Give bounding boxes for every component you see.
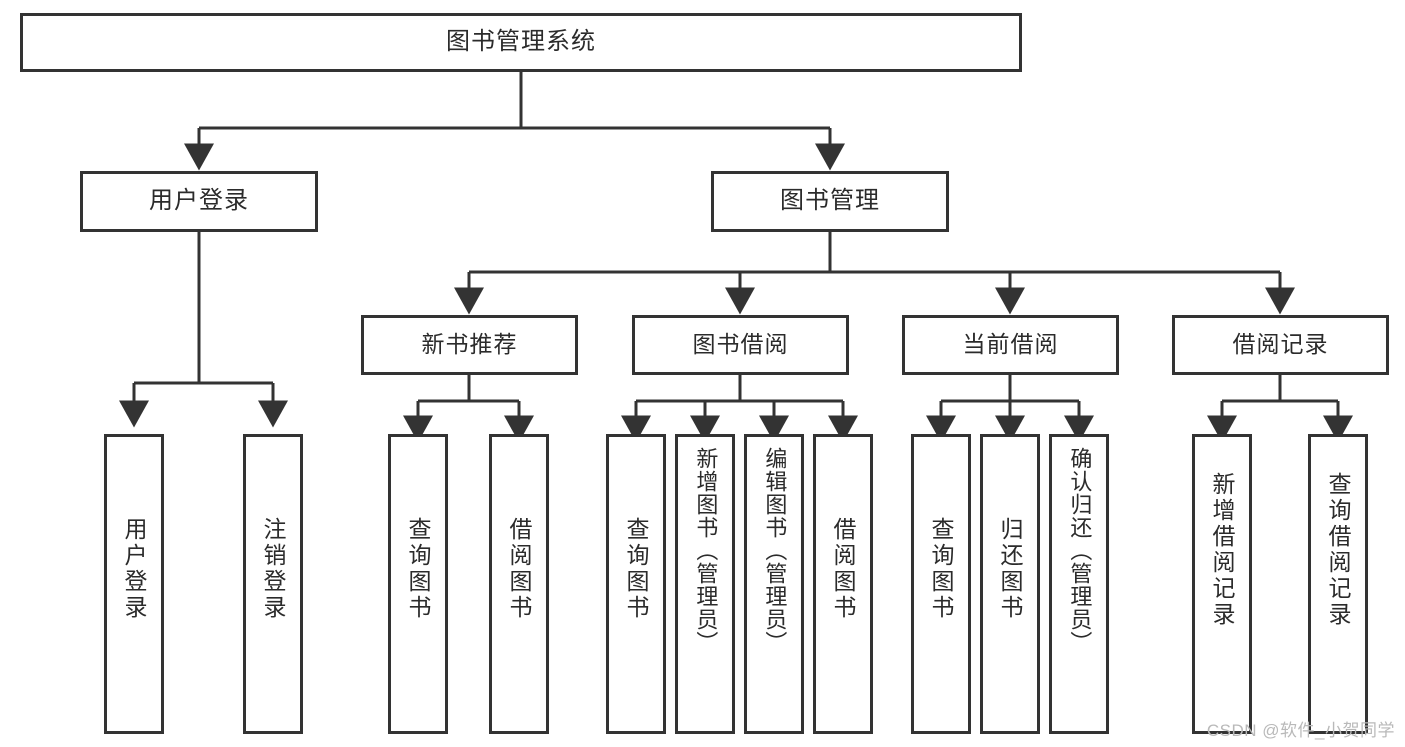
leaf-confirm-return-admin[interactable]: 确认归还（管理员） [1049, 434, 1109, 734]
node-label: 查询借阅记录 [1325, 472, 1352, 628]
node-label: 借阅图书 [506, 517, 533, 621]
connector-userlogin-to-leaves [119, 232, 288, 428]
connector-root-to-level2 [184, 72, 845, 171]
node-label: 当前借阅 [962, 331, 1059, 358]
node-label: 图书管理 [780, 187, 880, 215]
leaf-user-login[interactable]: 用户登录 [104, 434, 164, 734]
node-root-book-management-system[interactable]: 图书管理系统 [20, 13, 1022, 72]
node-book-borrow[interactable]: 图书借阅 [632, 315, 849, 375]
node-label: 用户登录 [121, 517, 148, 621]
leaf-query-borrow-record[interactable]: 查询借阅记录 [1308, 434, 1368, 734]
node-label: 确认归还（管理员） [1067, 447, 1093, 654]
node-book-management[interactable]: 图书管理 [711, 171, 949, 232]
connector-newbook-to-leaves [403, 375, 534, 443]
node-label: 新增图书（管理员） [693, 447, 719, 654]
node-label: 新书推荐 [421, 331, 518, 358]
connector-bookborrow-to-leaves [621, 375, 858, 443]
node-label: 新增借阅记录 [1209, 472, 1236, 628]
leaf-add-borrow-record[interactable]: 新增借阅记录 [1192, 434, 1252, 734]
node-label: 查询图书 [623, 517, 650, 621]
leaf-return-book[interactable]: 归还图书 [980, 434, 1040, 734]
node-label: 图书管理系统 [446, 28, 596, 56]
leaf-user-logout[interactable]: 注销登录 [243, 434, 303, 734]
leaf-add-book-admin[interactable]: 新增图书（管理员） [675, 434, 735, 734]
node-label: 注销登录 [260, 517, 287, 621]
node-borrow-record[interactable]: 借阅记录 [1172, 315, 1389, 375]
node-label: 图书借阅 [692, 331, 789, 358]
leaf-query-book-current[interactable]: 查询图书 [911, 434, 971, 734]
csdn-watermark: CSDN @软件_小贺同学 [1206, 721, 1395, 740]
connector-currentborrow-to-leaves [926, 375, 1094, 443]
leaf-query-book-borrow[interactable]: 查询图书 [606, 434, 666, 734]
node-label: 借阅图书 [830, 517, 857, 621]
node-label: 归还图书 [997, 517, 1024, 621]
node-label: 用户登录 [149, 187, 249, 215]
node-label: 借阅记录 [1232, 331, 1329, 358]
node-user-login[interactable]: 用户登录 [80, 171, 318, 232]
connector-bookmgmt-to-level3 [454, 232, 1295, 315]
node-new-book-recommend[interactable]: 新书推荐 [361, 315, 578, 375]
node-label: 编辑图书（管理员） [762, 447, 788, 654]
connector-borrowrecord-to-leaves [1207, 375, 1353, 443]
node-label: 查询图书 [405, 517, 432, 621]
node-label: 查询图书 [928, 517, 955, 621]
leaf-query-book-recommend[interactable]: 查询图书 [388, 434, 448, 734]
leaf-borrow-book-borrow[interactable]: 借阅图书 [813, 434, 873, 734]
node-current-borrow[interactable]: 当前借阅 [902, 315, 1119, 375]
leaf-borrow-book-recommend[interactable]: 借阅图书 [489, 434, 549, 734]
leaf-edit-book-admin[interactable]: 编辑图书（管理员） [744, 434, 804, 734]
